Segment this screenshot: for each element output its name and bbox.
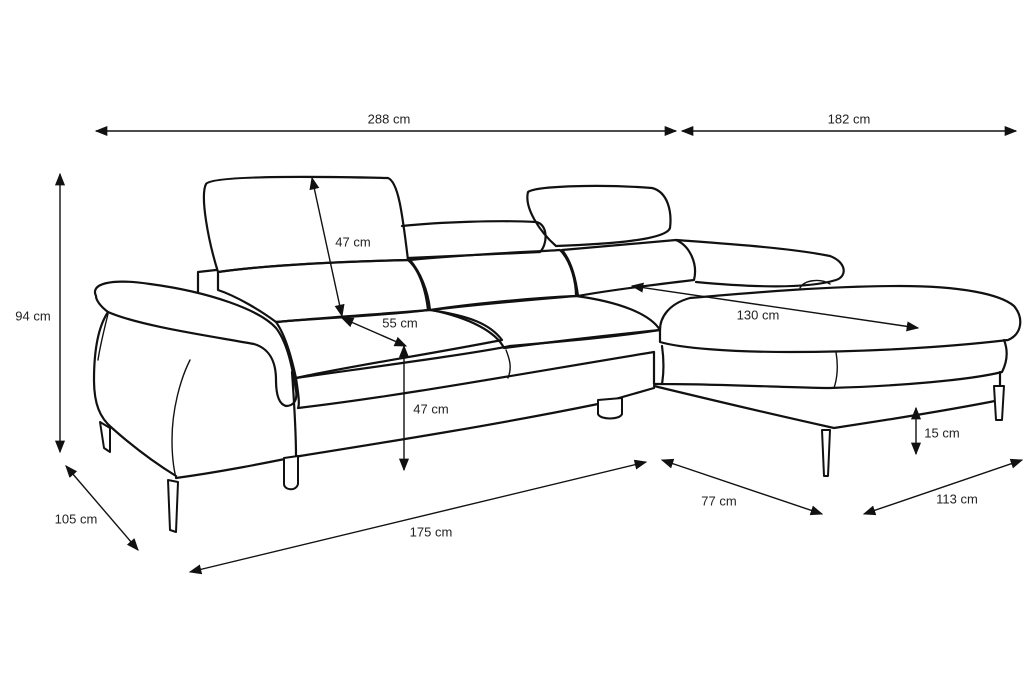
label-seat-height: 47 cm — [413, 401, 449, 417]
back-cushion-middle — [408, 248, 578, 312]
chaise-seat — [658, 284, 1022, 354]
sofa-legs — [99, 385, 1005, 533]
seat-cushion-middle — [430, 294, 662, 350]
label-headrest-height: 47 cm — [335, 234, 371, 250]
label-total-width: 288 cm — [367, 111, 411, 127]
dim-line-seat-depth — [340, 317, 408, 347]
chaise-back-arm — [674, 238, 845, 288]
right-headrest — [526, 184, 672, 248]
left-arm — [93, 280, 298, 408]
label-chaise-side: 77 cm — [701, 493, 737, 509]
left-headrest — [202, 175, 410, 274]
label-chaise-width: 182 cm — [827, 111, 871, 127]
label-leg-height: 15 cm — [924, 425, 960, 441]
dim-line-175 — [188, 459, 648, 575]
dim-line-headrest — [309, 176, 345, 318]
label-total-height: 94 cm — [15, 308, 51, 324]
sofa-outline — [92, 175, 1022, 480]
dim-line-130 — [630, 282, 920, 332]
label-sofa-depth: 105 cm — [54, 511, 98, 527]
label-chaise-length: 130 cm — [736, 307, 780, 323]
seat-front — [294, 328, 662, 380]
dimension-lines — [54, 125, 1024, 575]
dim-line-113 — [862, 458, 1024, 516]
dim-line-77 — [660, 458, 824, 516]
back-cushion-right — [560, 238, 697, 298]
label-sofa-length: 175 cm — [409, 524, 453, 540]
label-chaise-depth: 113 cm — [936, 491, 978, 507]
label-seat-depth: 55 cm — [382, 315, 418, 331]
dim-line-105 — [65, 465, 139, 551]
